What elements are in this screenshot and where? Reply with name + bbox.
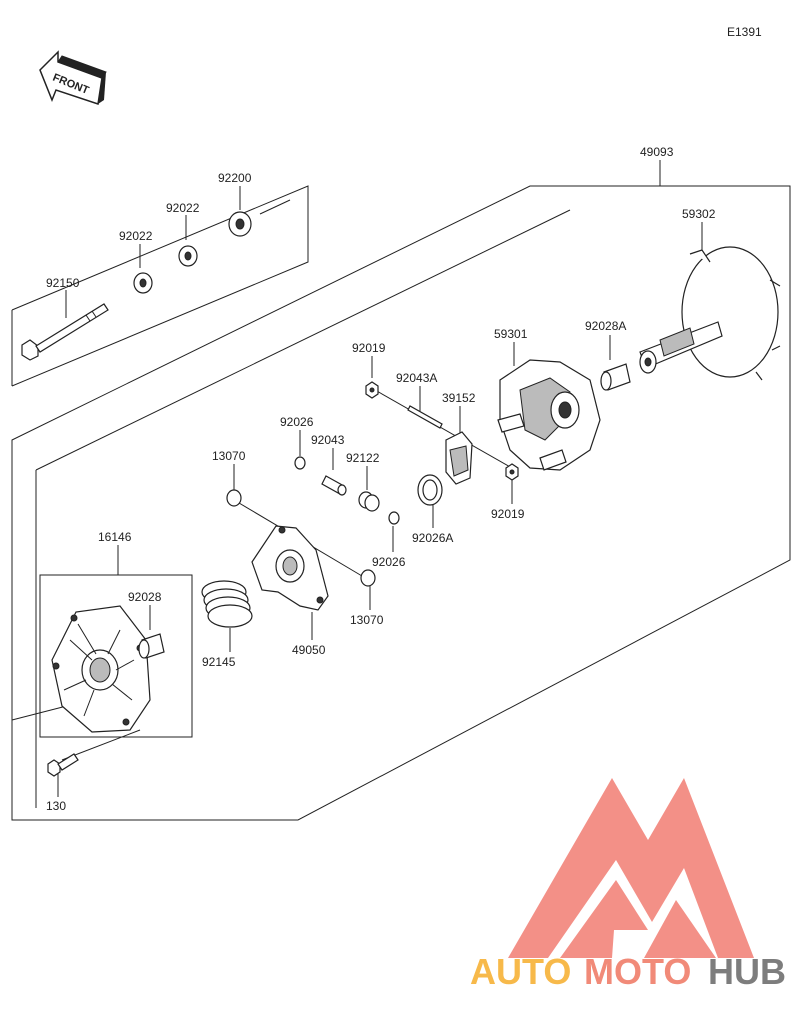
washer-92026-lower	[388, 511, 400, 525]
washer-92200	[228, 211, 252, 237]
front-arrow-icon: FRONT	[39, 50, 107, 105]
watermark-hub: HUB	[708, 951, 786, 992]
pin-92043A	[407, 405, 443, 429]
part-label-59301: 59301	[494, 327, 528, 341]
roller-92122	[358, 491, 380, 512]
washer-92022-upper	[178, 245, 198, 267]
spring-92145	[201, 580, 253, 628]
washer-92026-upper	[294, 456, 306, 470]
part-label-92043: 92043	[311, 433, 345, 447]
part-label-92022-upper: 92022	[166, 201, 200, 215]
part-label-59302: 59302	[682, 207, 716, 221]
assembly-49093-box	[11, 185, 791, 821]
bolt-92150	[21, 303, 109, 361]
bushing-13070-upper	[226, 489, 242, 507]
part-label-92022-lower: 92022	[119, 229, 153, 243]
diagram-code: E1391	[727, 25, 762, 39]
cover-16146	[51, 605, 151, 733]
leader-lines	[11, 160, 703, 797]
nut-92019-upper	[365, 381, 379, 399]
part-label-92150: 92150	[46, 276, 80, 290]
washer-92022-lower	[133, 272, 153, 294]
fixed-sheave-59302	[639, 246, 781, 381]
part-label-92028: 92028	[128, 590, 162, 604]
part-label-92026-upper: 92026	[280, 415, 314, 429]
part-label-49050: 49050	[292, 643, 326, 657]
part-label-92200: 92200	[218, 171, 252, 185]
watermark-moto: MOTO	[584, 951, 691, 992]
part-label-49093: 49093	[640, 145, 674, 159]
part-label-92019-lower: 92019	[491, 507, 525, 521]
kit-92200-box	[11, 185, 309, 387]
watermark-auto: AUTO	[470, 951, 571, 992]
part-label-92026-lower: 92026	[372, 555, 406, 569]
part-label-92043A: 92043A	[396, 371, 437, 385]
part-label-92145: 92145	[202, 655, 236, 669]
weight-39152	[445, 431, 473, 485]
bushing-13070-lower	[360, 569, 376, 587]
pin-92043	[321, 475, 347, 496]
bushing-92028A	[600, 363, 631, 391]
assembly-16146-box	[39, 574, 193, 738]
bolt-130	[47, 753, 79, 777]
part-label-13070-upper: 13070	[212, 449, 246, 463]
part-label-13070-lower: 13070	[350, 613, 384, 627]
spider-49050	[251, 525, 329, 611]
part-label-130: 130	[46, 799, 66, 813]
part-label-92028A: 92028A	[585, 319, 626, 333]
part-label-39152: 39152	[442, 391, 476, 405]
nut-92019-lower	[505, 463, 519, 481]
part-label-92026A: 92026A	[412, 531, 453, 545]
bushing-92028	[138, 633, 165, 659]
part-label-16146: 16146	[98, 530, 132, 544]
washer-92026A	[417, 474, 443, 506]
movable-sheave-59301	[497, 359, 601, 471]
watermark-logo-icon	[508, 778, 754, 958]
watermark-text: AUTO MOTO HUB	[470, 951, 786, 992]
part-label-92019-upper: 92019	[352, 341, 386, 355]
part-label-92122: 92122	[346, 451, 380, 465]
